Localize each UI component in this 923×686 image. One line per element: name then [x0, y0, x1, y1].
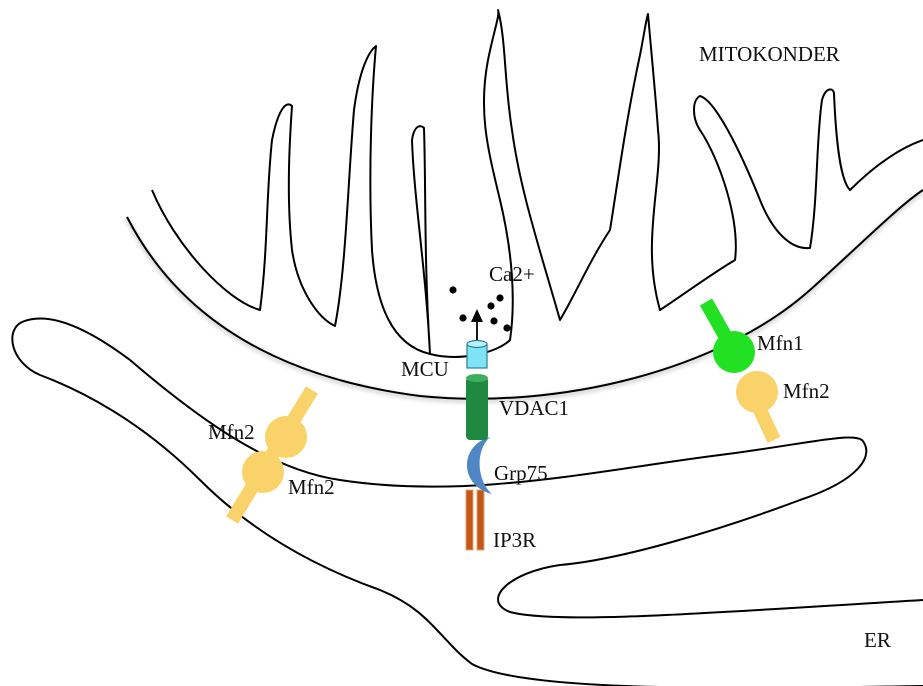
mitochondrion-outer-membrane — [127, 190, 923, 399]
calcium-label: Ca2+ — [489, 264, 535, 285]
ip3r-label: IP3R — [493, 530, 536, 551]
calcium-ion — [449, 286, 456, 293]
mfn2-mfn2-tether — [232, 390, 312, 520]
mitochondrion-label: MITOKONDER — [699, 44, 840, 65]
calcium-ion — [459, 314, 466, 321]
vdac1-label: VDAC1 — [499, 398, 569, 419]
mfn2-head-top — [265, 416, 307, 458]
grp75-label: Grp75 — [494, 463, 548, 484]
calcium-channel-complex — [466, 309, 492, 550]
mfn2-left-top-label: Mfn2 — [208, 422, 255, 443]
calcium-ions — [449, 286, 510, 331]
mfn2-right-label: Mfn2 — [783, 381, 830, 402]
mfn2-head-bottom — [242, 451, 284, 493]
calcium-ion — [490, 317, 497, 324]
vdac1-top — [466, 374, 488, 382]
calcium-ion — [487, 302, 494, 309]
calcium-flux-arrowhead — [471, 309, 483, 322]
mfn2-head-right — [736, 371, 778, 413]
ip3r-bar-right — [477, 490, 484, 550]
mcu-label: MCU — [401, 359, 449, 380]
mfn1-head — [713, 331, 755, 373]
er-label: ER — [864, 630, 891, 651]
mfn1-label: Mfn1 — [757, 333, 804, 354]
calcium-ion — [496, 294, 503, 301]
mcu-top — [467, 341, 487, 348]
mfn2-stalk-right — [760, 410, 774, 440]
calcium-ion — [503, 324, 510, 331]
mfn2-left-bottom-label: Mfn2 — [288, 477, 335, 498]
vdac1-cylinder — [466, 377, 488, 440]
ip3r-bar-left — [466, 490, 473, 550]
